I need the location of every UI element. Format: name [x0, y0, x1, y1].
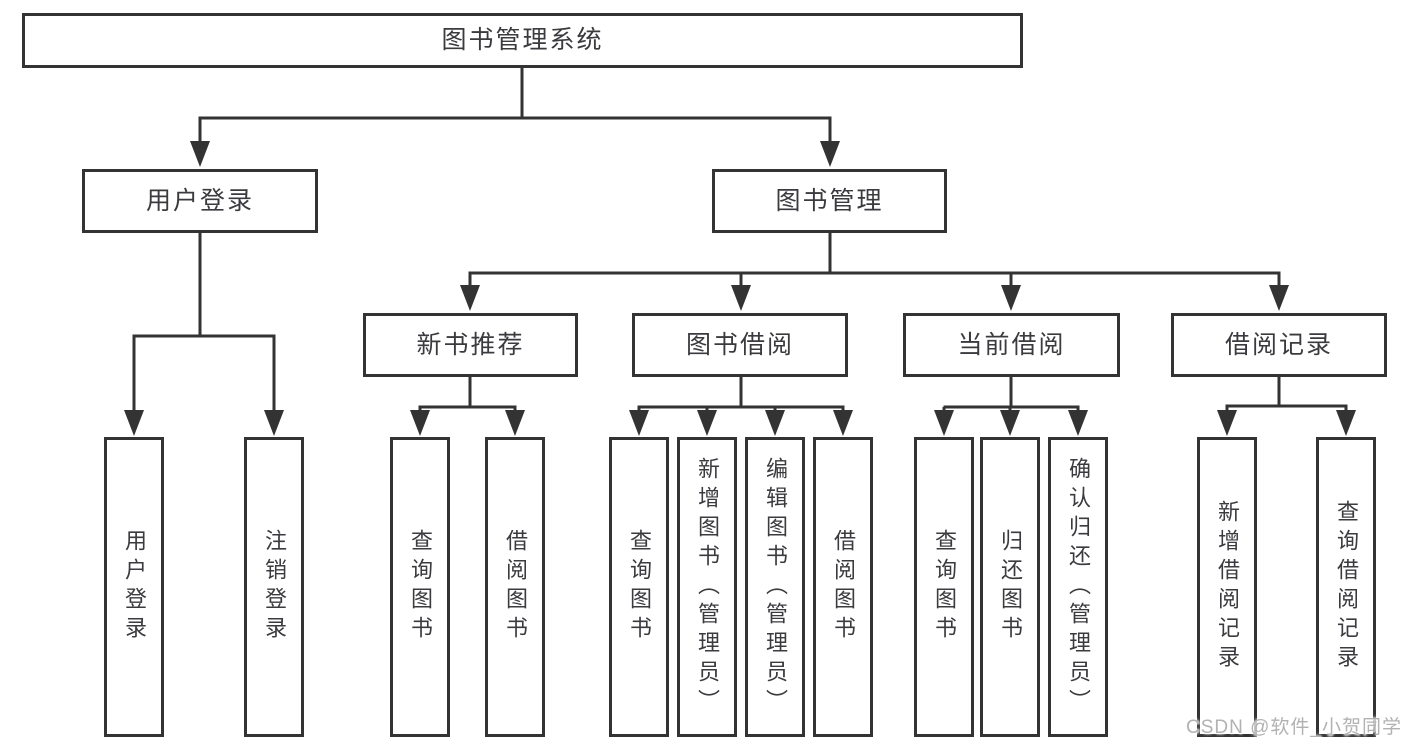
- leaf-borrow-books-recommend: 借阅图书: [485, 437, 545, 737]
- leaf-user-login: 用户登录: [104, 437, 164, 737]
- leaf-add-borrow-record-label: 新增借阅记录: [1215, 500, 1240, 674]
- arrowhead-leaf-logout: [264, 410, 284, 436]
- arrowhead-current-borrow: [1001, 285, 1021, 311]
- node-book-borrowing: 图书借阅: [632, 313, 848, 377]
- node-user-login: 用户登录: [82, 169, 318, 233]
- arrowhead-g3-2: [697, 410, 717, 436]
- node-book-management: 图书管理: [712, 169, 947, 233]
- leaf-borrow-books-recommend-label: 借阅图书: [503, 529, 528, 645]
- arrowhead-book-management: [820, 141, 840, 167]
- leaf-query-books-current-label: 查询图书: [932, 529, 957, 645]
- leaf-query-books-current: 查询图书: [914, 437, 974, 737]
- node-book-management-label: 图书管理: [775, 186, 884, 215]
- arrowhead-g4-3: [1068, 410, 1088, 436]
- arrowhead-new-book: [460, 285, 480, 311]
- leaf-borrow-books: 借阅图书: [813, 437, 873, 737]
- leaf-user-login-label: 用户登录: [122, 529, 147, 645]
- leaf-query-books-borrow: 查询图书: [609, 437, 669, 737]
- arrowhead-g3-3: [765, 410, 785, 436]
- arrowhead-borrow-records: [1269, 285, 1289, 311]
- arrowhead-book-borrow: [731, 285, 751, 311]
- arrowhead-g3-4: [833, 410, 853, 436]
- leaf-query-books-borrow-label: 查询图书: [627, 529, 652, 645]
- node-new-book-recommendation-label: 新书推荐: [416, 330, 525, 359]
- leaf-logout: 注销登录: [244, 437, 304, 737]
- leaf-logout-label: 注销登录: [262, 529, 287, 645]
- node-root: 图书管理系统: [22, 13, 1023, 68]
- leaf-edit-books-admin: 编辑图书（管理员）: [745, 437, 805, 737]
- leaf-borrow-books-label: 借阅图书: [831, 529, 856, 645]
- arrowhead-g4-2: [1000, 410, 1020, 436]
- arrowhead-g5-2: [1336, 410, 1356, 436]
- node-current-borrowing: 当前借阅: [903, 313, 1120, 377]
- node-borrowing-records-label: 借阅记录: [1224, 330, 1333, 359]
- node-borrowing-records: 借阅记录: [1171, 313, 1387, 377]
- leaf-query-books-recommend: 查询图书: [390, 437, 450, 737]
- leaf-query-borrow-record-label: 查询借阅记录: [1334, 500, 1359, 674]
- arrowhead-user-login: [190, 141, 210, 167]
- arrowhead-g4-1: [934, 410, 954, 436]
- arrowhead-leaf-login: [124, 410, 144, 436]
- leaf-return-books: 归还图书: [980, 437, 1040, 737]
- node-new-book-recommendation: 新书推荐: [363, 313, 578, 377]
- leaf-add-books-admin: 新增图书（管理员）: [677, 437, 737, 737]
- node-current-borrowing-label: 当前借阅: [957, 330, 1066, 359]
- leaf-query-borrow-record: 查询借阅记录: [1316, 437, 1376, 737]
- leaf-edit-books-admin-label: 编辑图书（管理员）: [763, 456, 788, 718]
- node-user-login-label: 用户登录: [145, 186, 254, 215]
- leaf-add-books-admin-label: 新增图书（管理员）: [695, 456, 720, 718]
- arrowhead-g2-1: [410, 410, 430, 436]
- leaf-confirm-return-admin-label: 确认归还（管理员）: [1066, 456, 1091, 718]
- arrowhead-g2-2: [505, 410, 525, 436]
- arrowhead-g3-1: [629, 410, 649, 436]
- leaf-query-books-recommend-label: 查询图书: [408, 529, 433, 645]
- leaf-add-borrow-record: 新增借阅记录: [1197, 437, 1257, 737]
- node-book-borrowing-label: 图书借阅: [685, 330, 794, 359]
- leaf-confirm-return-admin: 确认归还（管理员）: [1048, 437, 1108, 737]
- node-root-label: 图书管理系统: [441, 26, 604, 54]
- watermark: CSDN @软件_小贺同学: [1186, 717, 1402, 738]
- leaf-return-books-label: 归还图书: [998, 529, 1023, 645]
- arrowhead-g5-1: [1217, 410, 1237, 436]
